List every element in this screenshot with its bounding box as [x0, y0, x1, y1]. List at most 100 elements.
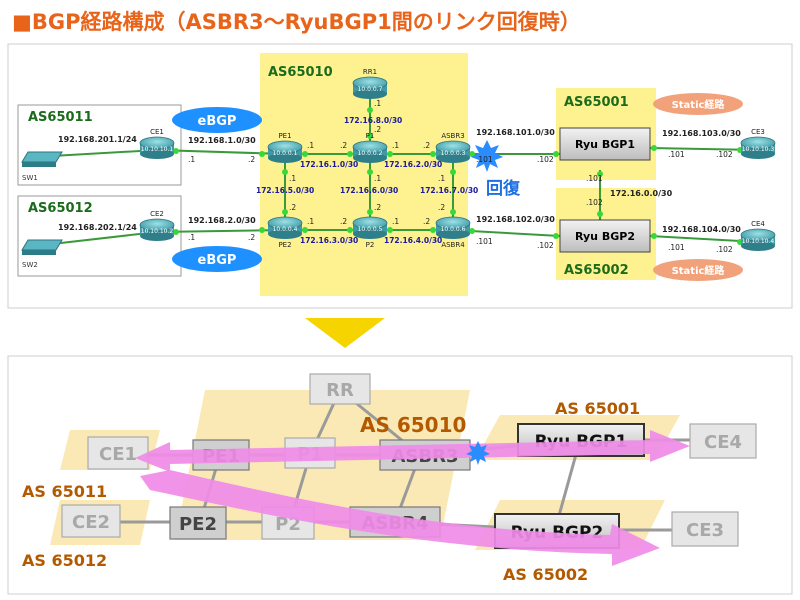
- if-p2-1: .1: [392, 217, 399, 226]
- if-ryu2-102: .102: [537, 241, 554, 250]
- sw1-label: SW1: [22, 174, 38, 182]
- if-p1-1: .1: [392, 141, 399, 150]
- page-title: ■BGP経路構成（ASBR3〜RyuBGP1間のリンク回復時）: [12, 10, 581, 34]
- as65001-label: AS65001: [564, 95, 629, 110]
- subnet-n2: 172.16.2.0/30: [384, 160, 442, 169]
- if-asbr3-2: .2: [423, 141, 430, 150]
- if-asbr3-1: .1: [438, 174, 445, 183]
- router-p2: 10.0.0.5P2: [352, 216, 388, 249]
- ryu-bgp1-label: Ryu BGP1: [575, 138, 635, 151]
- if-rr1-1: .1: [374, 99, 381, 108]
- bottom-as65010-label: AS 65010: [360, 413, 466, 437]
- if-p1-2b: .2: [374, 125, 381, 134]
- if-pe1-1b: .1: [289, 174, 296, 183]
- router-ip: 10.0.0.1: [273, 150, 298, 157]
- if-ryu1-101: .101: [586, 174, 603, 183]
- static-badge-2: [653, 259, 743, 281]
- if-asbr4-2b: .2: [423, 217, 430, 226]
- router-ip: 10.0.0.5: [358, 226, 383, 233]
- subnet-n8: 172.16.8.0/30: [344, 116, 402, 125]
- router-ip: 10.10.10.1: [141, 146, 174, 153]
- if-pe2-2: .2: [289, 203, 296, 212]
- node-label: CE2: [72, 512, 110, 533]
- if-pe2-1: .1: [307, 217, 314, 226]
- subnet-201: 192.168.201.1/24: [58, 135, 137, 144]
- if-asbr3-101: .101: [476, 155, 493, 164]
- ebgp-label-2: eBGP: [198, 253, 237, 268]
- subnet-2: 192.168.2.0/30: [188, 216, 256, 225]
- interface-dots: [141, 107, 743, 245]
- bottom-labels: AS 65010 AS 65001 AS 65011 AS 65012 AS 6…: [22, 399, 640, 584]
- subnet-n6: 172.16.6.0/30: [340, 186, 398, 195]
- subnet-101: 192.168.101.0/30: [476, 128, 555, 137]
- router-ip: 10.0.0.2: [358, 150, 383, 157]
- router-ip: 10.10.10.4: [742, 238, 775, 245]
- if-pe1-2: .2: [248, 155, 255, 164]
- bottom-as65002-label: AS 65002: [503, 565, 588, 584]
- bottom-as65012-label: AS 65012: [22, 551, 107, 570]
- if-pe2-2b: .2: [248, 233, 255, 242]
- router-ip: 10.0.0.6: [441, 226, 466, 233]
- router-name: CE4: [751, 220, 765, 228]
- switch-sw2: [21, 239, 63, 255]
- router-ip: 10.0.0.7: [358, 86, 383, 93]
- if-ce1-1: .1: [188, 155, 195, 164]
- as65012-label: AS65012: [28, 201, 93, 216]
- router-pe1: 10.0.0.1 PE1: [267, 132, 303, 163]
- node-ce2: CE2: [61, 504, 121, 538]
- router-ip: 10.0.0.4: [273, 226, 298, 233]
- if-p2-2b: .2: [340, 217, 347, 226]
- node-label: CE4: [704, 432, 742, 453]
- if-ce4-102: .102: [716, 245, 733, 254]
- router-name: ASBR3: [441, 132, 464, 140]
- router-name: RR1: [363, 68, 377, 76]
- subnet-103: 192.168.103.0/30: [662, 129, 741, 138]
- subnet-202: 192.168.202.1/24: [58, 223, 137, 232]
- router-rr1: 10.0.0.7 RR1: [352, 68, 388, 99]
- if-asbr4-2: .2: [438, 203, 445, 212]
- subnet-n4: 172.16.4.0/30: [384, 236, 442, 245]
- node-label: CE1: [99, 444, 137, 465]
- router-ce4: 10.10.10.4 CE4: [740, 220, 776, 251]
- node-label: PE2: [179, 514, 217, 535]
- subnet-104: 192.168.104.0/30: [662, 225, 741, 234]
- if-p2-2: .2: [374, 203, 381, 212]
- as65002-label: AS65002: [564, 263, 629, 278]
- subnet-0: 172.16.0.0/30: [610, 189, 673, 198]
- subnet-n1: 172.16.1.0/30: [300, 160, 358, 169]
- subnet-n7: 172.16.7.0/30: [420, 186, 478, 195]
- bottom-as65001-label: AS 65001: [555, 399, 640, 418]
- node-label: RR: [326, 380, 354, 401]
- transition-arrow: [305, 318, 385, 348]
- node-ce1: CE1: [87, 436, 149, 470]
- router-asbr3: 10.0.0.3 ASBR3: [435, 132, 471, 163]
- static-label-1: Static経路: [672, 98, 726, 111]
- if-ryu2-101: .101: [668, 243, 685, 252]
- pink-routes: [135, 430, 690, 566]
- router-name: CE2: [150, 210, 164, 218]
- top-routers: 10.0.0.7 RR1 10.0.0.1 PE1 10.0.0.2 P1 10.0.0.3…: [139, 68, 776, 251]
- router-p1: 10.0.0.2 P1: [352, 132, 388, 163]
- bottom-as65011-label: AS 65011: [22, 482, 107, 501]
- if-asbr4-101: .101: [476, 237, 493, 246]
- ryu-bgp2-box: [559, 219, 651, 253]
- static-label-2: Static経路: [672, 264, 726, 277]
- if-p1-2: .2: [340, 141, 347, 150]
- if-ryu2-102b: .102: [586, 198, 603, 207]
- recover-burst-icon: [471, 140, 503, 172]
- router-name: PE1: [278, 132, 291, 140]
- router-ip: 10.10.10.3: [742, 146, 775, 153]
- node-ce3: CE3: [671, 511, 739, 547]
- ebgp-label-1: eBGP: [198, 114, 237, 129]
- router-name: P1: [366, 132, 375, 140]
- router-name: ASBR4: [441, 241, 465, 249]
- if-ce3-102: .102: [716, 150, 733, 159]
- recover-burst-icon-bottom: [466, 441, 490, 465]
- router-name: CE3: [751, 128, 765, 136]
- router-ip: 10.0.0.3: [441, 150, 466, 157]
- subnet-102: 192.168.102.0/30: [476, 215, 555, 224]
- node-label: CE3: [686, 520, 724, 541]
